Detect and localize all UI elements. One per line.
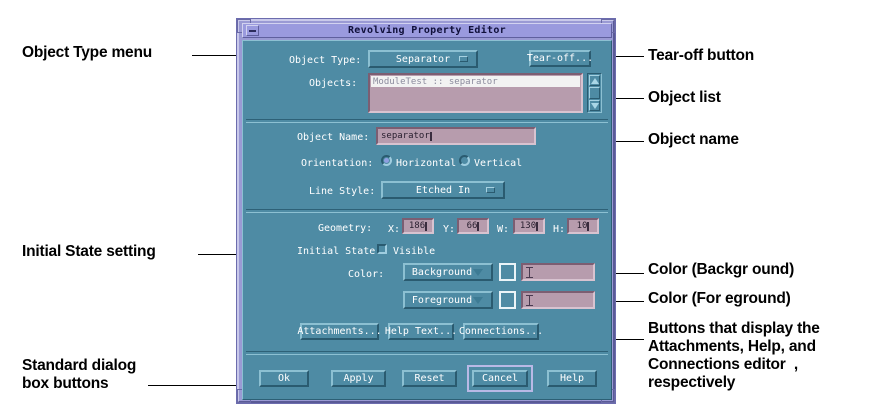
scroll-up-arrow-icon[interactable]	[589, 75, 600, 86]
geometry-label: Geometry:	[318, 223, 373, 234]
attachments-button[interactable]: Attachments...	[297, 323, 382, 340]
annotation-standard-dialog-buttons: Standard dialog box buttons	[22, 357, 137, 392]
geometry-w-label: W:	[497, 224, 510, 235]
text-caret	[429, 131, 432, 141]
chevron-down-icon	[473, 269, 483, 276]
help-text-label: Help Text...	[384, 326, 458, 337]
tear-off-label: Tear-off...	[526, 53, 594, 64]
object-type-value: Separator	[395, 53, 451, 65]
separator-top	[246, 119, 608, 123]
geometry-x-label: X:	[388, 224, 401, 235]
leader-line-tearoff-button	[588, 56, 644, 57]
color-background-option-menu[interactable]: Background	[403, 263, 493, 281]
radio-horizontal-label: Horizontal	[396, 158, 457, 169]
leader-line-standard-dialog-buttons	[148, 385, 248, 386]
object-type-label: Object Type:	[289, 55, 362, 66]
option-menu-indicator-icon	[459, 56, 468, 62]
line-style-label: Line Style:	[309, 186, 376, 197]
leader-line-object-type-menu	[192, 55, 240, 56]
annotation-color-background: Color (Backgr ound)	[648, 261, 795, 278]
text-caret	[587, 221, 590, 231]
color-foreground-input[interactable]	[521, 291, 595, 309]
apply-label: Apply	[343, 373, 374, 384]
attachments-label: Attachments...	[297, 326, 382, 337]
help-button[interactable]: Help	[547, 370, 597, 387]
color-background-swatch[interactable]	[499, 263, 516, 281]
chevron-down-icon	[473, 297, 483, 304]
geometry-h-input[interactable]: 10	[567, 218, 599, 234]
cancel-button[interactable]: Cancel	[472, 370, 528, 387]
initial-state-label: Initial State:	[297, 246, 382, 257]
radio-horizontal[interactable]	[381, 155, 392, 166]
text-cursor-icon	[526, 266, 533, 278]
help-text-button[interactable]: Help Text...	[384, 323, 458, 340]
object-name-label: Object Name:	[297, 132, 370, 143]
scroll-down-arrow-icon[interactable]	[589, 100, 600, 111]
reset-label: Reset	[414, 373, 445, 384]
leader-line-initial-state-setting	[198, 254, 240, 255]
geometry-h-label: H:	[553, 224, 566, 235]
annotation-tearoff-button: Tear-off button	[648, 47, 755, 64]
window-title: Revolving Property Editor	[347, 25, 506, 36]
color-foreground-swatch[interactable]	[499, 291, 516, 309]
scrollbar-thumb[interactable]	[589, 87, 600, 99]
title-bar[interactable]: Revolving Property Editor	[242, 23, 612, 38]
annotation-color-foreground: Color (For eground)	[648, 290, 791, 307]
geometry-y-value: 66	[466, 221, 478, 231]
color-background-value: Background	[411, 266, 473, 278]
object-list-scrollbar[interactable]	[587, 73, 602, 113]
property-editor-window: Revolving Property Editor Object Type: S…	[236, 18, 616, 404]
geometry-y-input[interactable]: 66	[457, 218, 489, 234]
annotation-object-name: Object name	[648, 131, 739, 148]
dialog-body: Object Type: Separator Tear-off... Objec…	[242, 40, 612, 400]
color-background-input[interactable]	[521, 263, 595, 281]
option-menu-indicator-icon	[486, 187, 495, 193]
text-caret	[425, 221, 428, 231]
geometry-y-label: Y:	[443, 224, 456, 235]
line-style-option-menu[interactable]: Etched In	[381, 181, 505, 199]
window-menu-icon[interactable]	[246, 25, 259, 36]
visible-label: Visible	[393, 246, 436, 257]
text-caret	[536, 221, 539, 231]
object-list[interactable]: ModuleTest :: separator	[368, 73, 583, 113]
object-name-input[interactable]: separator	[376, 127, 536, 145]
line-style-value: Etched In	[415, 184, 471, 196]
object-type-option-menu[interactable]: Separator	[368, 50, 478, 68]
geometry-h-value: 10	[576, 221, 588, 231]
radio-vertical[interactable]	[459, 155, 470, 166]
objects-label: Objects:	[309, 78, 358, 89]
separator-middle	[246, 209, 608, 213]
cancel-label: Cancel	[481, 373, 519, 384]
color-foreground-value: Foreground	[411, 294, 473, 306]
tear-off-button[interactable]: Tear-off...	[526, 50, 594, 67]
geometry-w-value: 130	[519, 221, 537, 231]
help-label: Help	[559, 373, 585, 384]
apply-button[interactable]: Apply	[331, 370, 386, 387]
connections-label: Connections...	[458, 326, 544, 337]
text-cursor-icon	[526, 294, 533, 306]
geometry-x-input[interactable]: 186	[402, 218, 434, 234]
ok-label: Ok	[277, 373, 291, 384]
visible-checkbox[interactable]	[377, 244, 387, 254]
annotation-object-type-menu: Object Type menu	[22, 44, 153, 61]
window-frame	[237, 19, 615, 403]
text-caret	[477, 221, 480, 231]
color-foreground-option-menu[interactable]: Foreground	[403, 291, 493, 309]
ok-button[interactable]: Ok	[259, 370, 309, 387]
annotation-object-list: Object list	[648, 89, 721, 106]
radio-vertical-label: Vertical	[474, 158, 523, 169]
orientation-label: Orientation:	[301, 158, 374, 169]
annotation-initial-state-setting: Initial State setting	[22, 243, 156, 260]
connections-button[interactable]: Connections...	[459, 323, 543, 340]
geometry-x-value: 186	[408, 221, 426, 231]
color-label: Color:	[348, 269, 385, 280]
list-item[interactable]: ModuleTest :: separator	[371, 76, 580, 87]
object-name-value: separator	[381, 131, 430, 141]
annotation-editor-buttons: Buttons that display the Attachments, He…	[648, 320, 820, 391]
separator-bottom	[246, 351, 608, 355]
geometry-w-input[interactable]: 130	[513, 218, 545, 234]
reset-button[interactable]: Reset	[402, 370, 457, 387]
